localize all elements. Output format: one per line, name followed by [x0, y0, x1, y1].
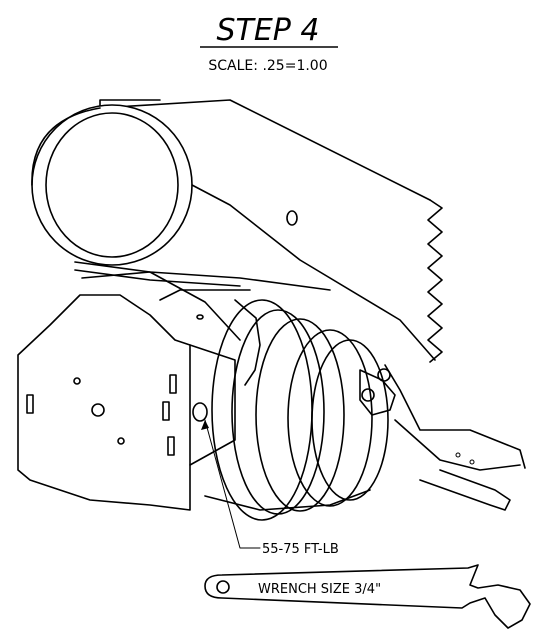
housing-hole-large: [91, 403, 105, 417]
torque-callout: 55-75 FT-LB: [201, 419, 339, 557]
wrench: WRENCH SIZE 3/4": [204, 564, 531, 629]
linkage-arm: [384, 364, 526, 511]
tube-end: [31, 104, 193, 266]
wrench-outline: [204, 564, 531, 629]
wrench-size-label: WRENCH SIZE 3/4": [258, 582, 381, 597]
header: STEP 4 SCALE: .25=1.00: [200, 13, 338, 74]
torque-spec: 55-75 FT-LB: [262, 542, 339, 557]
tube-assembly: [31, 99, 443, 363]
scale-label: SCALE: .25=1.00: [208, 58, 327, 74]
wrench-hole: [216, 580, 230, 594]
break-line: [427, 199, 443, 363]
mounting-hole: [286, 210, 298, 226]
front-housing: [17, 271, 261, 511]
spring-coupling: [204, 299, 396, 521]
step-title: STEP 4: [216, 13, 319, 48]
